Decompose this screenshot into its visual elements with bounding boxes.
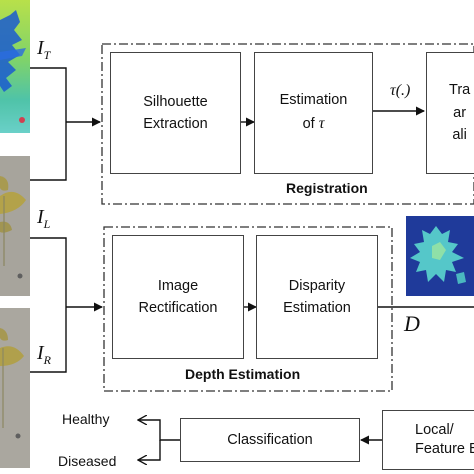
transform-and-align-box: Tra ar ali	[426, 52, 474, 174]
healthy-output-label: Healthy	[62, 411, 110, 427]
thermal-image	[0, 0, 30, 133]
silhouette-extraction-box: Silhouette Extraction	[110, 52, 241, 174]
thermal-input-label: IT	[37, 37, 51, 62]
registration-title: Registration	[286, 180, 368, 196]
classification-box: Classification	[180, 418, 360, 462]
estimation-of-tau-box: Estimation of τ	[254, 52, 373, 174]
depth-estimation-title: Depth Estimation	[185, 366, 301, 382]
depth-estimation-group	[103, 226, 393, 392]
disparity-map-image	[406, 216, 474, 296]
image-rectification-box: Image Rectification	[112, 235, 244, 359]
left-input-label: IL	[37, 206, 51, 231]
local-feature-box: Local/ Feature E	[382, 410, 474, 470]
depth-output-label: D	[404, 311, 420, 336]
disparity-estimation-box: Disparity Estimation	[256, 235, 378, 359]
left-stereo-image	[0, 156, 30, 296]
tau-function-label: τ(.)	[390, 82, 411, 99]
diseased-output-label: Diseased	[58, 453, 117, 469]
right-input-label: IR	[37, 342, 52, 367]
registration-group	[101, 43, 474, 205]
right-stereo-image	[0, 308, 30, 468]
